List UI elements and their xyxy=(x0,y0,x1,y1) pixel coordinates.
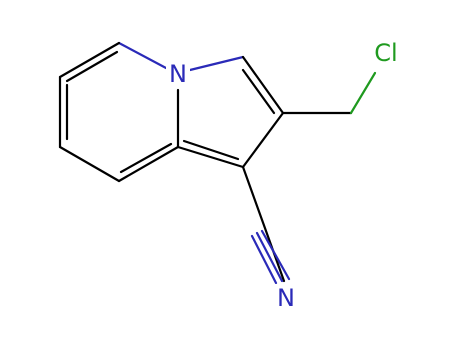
bond-c6-c7 xyxy=(58,145,121,183)
bond-c3-c2 xyxy=(241,55,285,115)
nitrogen-atom-label: N xyxy=(169,60,187,88)
bond-c3-c2-double xyxy=(241,68,276,115)
chlorine-atom-label: Cl xyxy=(374,39,397,67)
bond-c7-c8a-double xyxy=(119,142,173,174)
bond-n-c3 xyxy=(188,55,245,72)
bond-c4-c5-double xyxy=(65,50,119,83)
bond-ch2-cl xyxy=(349,71,377,115)
bond-n-c4 xyxy=(117,41,168,70)
atom-labels: N Cl N xyxy=(166,39,404,312)
bond-c2-c1 xyxy=(241,111,285,169)
bond-c1-c8a-double xyxy=(182,139,240,161)
bond-c1-cn-left xyxy=(250,234,278,285)
nitrile-nitrogen-label: N xyxy=(277,284,295,312)
bond-group xyxy=(58,41,377,285)
bond-c4-c5 xyxy=(58,41,121,79)
bond-c1-cn-right xyxy=(260,229,291,281)
bond-c1-cn-mid xyxy=(255,231,284,283)
bond-c7-c8a xyxy=(117,145,180,183)
bond-c1-c8a xyxy=(176,145,245,169)
bond-c1-cn-center xyxy=(241,165,286,283)
